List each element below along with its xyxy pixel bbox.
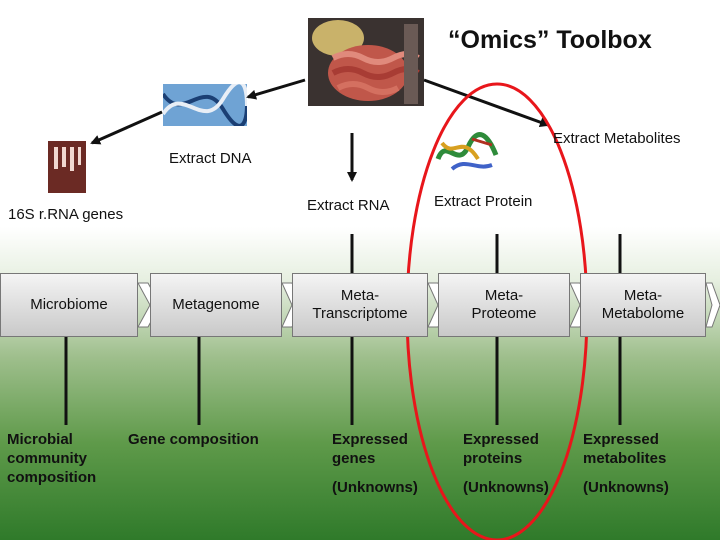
rrna-genes-label: 16S r.RNA genes: [8, 206, 124, 223]
expressed-metabolites-output: Expressed metabolites: [583, 431, 667, 467]
gut-anatomy-image: [308, 18, 424, 106]
extract-rna-label: Extract RNA: [307, 197, 390, 214]
metatranscriptome-label: Meta- Transcriptome: [312, 287, 408, 322]
expressed-genes-output: Expressed genes: [332, 431, 408, 467]
extract-dna-label: Extract DNA: [169, 150, 252, 167]
metagenome-label: Metagenome: [172, 296, 260, 313]
protein-structure-image: [432, 129, 504, 177]
microbial-community-output: Microbial community composition: [7, 431, 97, 486]
extract-metabolites-label: Extract Metabolites: [553, 130, 681, 147]
metaproteome-label: Meta- Proteome: [471, 287, 537, 322]
expressed-proteins-output: Expressed proteins: [463, 431, 539, 467]
dna-helix-image: [163, 84, 247, 126]
metametabolome-label: Meta- Metabolome: [601, 287, 685, 322]
gene-composition-output: Gene composition: [128, 431, 259, 448]
gel-electrophoresis-image: [48, 141, 86, 193]
page-title: “Omics” Toolbox: [448, 26, 652, 54]
extract-protein-label: Extract Protein: [434, 193, 533, 210]
metaproteome-box: Meta- Proteome: [438, 273, 570, 337]
unknowns-proteins: (Unknowns): [463, 479, 549, 496]
unknowns-metabolites: (Unknowns): [583, 479, 669, 496]
unknowns-genes: (Unknowns): [332, 479, 418, 496]
metagenome-box: Metagenome: [150, 273, 282, 337]
metatranscriptome-box: Meta- Transcriptome: [292, 273, 428, 337]
metametabolome-box: Meta- Metabolome: [580, 273, 706, 337]
microbiome-box: Microbiome: [0, 273, 138, 337]
microbiome-label: Microbiome: [30, 296, 108, 313]
